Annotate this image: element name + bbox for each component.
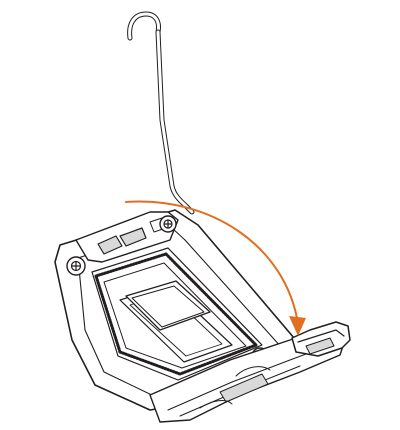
socket-screw-top-right [159, 215, 177, 233]
socket-screw-top-left [66, 256, 86, 276]
lever-closing-arrow [125, 200, 306, 336]
lever-hook [291, 321, 351, 357]
load-lever [127, 11, 195, 215]
